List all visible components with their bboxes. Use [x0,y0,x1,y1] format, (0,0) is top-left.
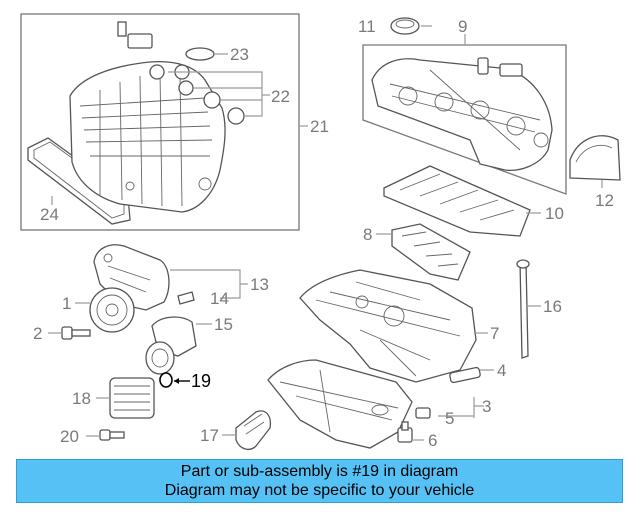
callout-2: 2 [33,324,42,343]
timing-cover-drawing [569,135,621,181]
drain-plug-drawing [415,407,431,419]
callout-12: 12 [595,191,614,210]
valve-cover-group [362,17,621,195]
o-ring-drawing [159,372,173,388]
callout-4: 4 [497,361,506,380]
info-banner: Part or sub-assembly is #19 in diagram D… [16,459,623,503]
upper-oil-pan-drawing [299,269,477,383]
dipstick-drawing [516,259,530,359]
callout-6: 6 [428,431,437,450]
lower-oil-pan-drawing [267,359,413,449]
callout-18: 18 [72,389,91,408]
callout-10: 10 [545,204,564,223]
valve-cover-drawing [371,57,553,171]
banner-line-2: Diagram may not be specific to your vehi… [164,482,475,499]
intake-manifold-group-box [20,13,300,231]
callout-13: 13 [250,275,269,294]
intake-gasket-lower-drawing [391,223,471,281]
clip-drawing [177,291,195,305]
callout-24: 24 [40,205,59,224]
crankshaft-seal-drawing [145,316,197,375]
callout-22: 22 [271,87,290,106]
cooler-bolt-drawing [99,429,125,441]
callout-17: 17 [200,426,219,445]
valve-cover-gasket-drawing [383,165,531,237]
intake-gasket-drawing [27,137,131,225]
callout-23: 23 [230,45,249,64]
callout-7: 7 [490,324,499,343]
callout-14: 14 [210,289,229,308]
pulley-drawing [89,287,135,333]
intake-manifold-group [20,13,308,231]
callout-19: 19 [191,371,211,391]
intake-manifold-drawing [69,60,226,213]
callout-9: 9 [458,17,467,36]
callout-16: 16 [543,297,562,316]
oil-cooler-drawing [109,377,155,419]
callout-3: 3 [482,397,491,416]
callout-11: 11 [358,17,376,36]
callout-20: 20 [60,427,79,446]
oil-level-sensor-drawing [449,366,481,384]
callout-1: 1 [62,294,71,313]
valve-cover-group-box [362,44,567,195]
callout-8: 8 [363,225,372,244]
oil-cap-drawing [390,17,420,35]
callout-15: 15 [214,315,233,334]
pulley-bolt-drawing [61,326,91,340]
callout-5: 5 [445,409,454,428]
callout-21: 21 [310,117,329,136]
banner-line-1: Part or sub-assembly is #19 in diagram [180,463,459,480]
oil-filter-drawing [235,410,272,451]
drain-plug-seal-drawing [397,421,413,443]
